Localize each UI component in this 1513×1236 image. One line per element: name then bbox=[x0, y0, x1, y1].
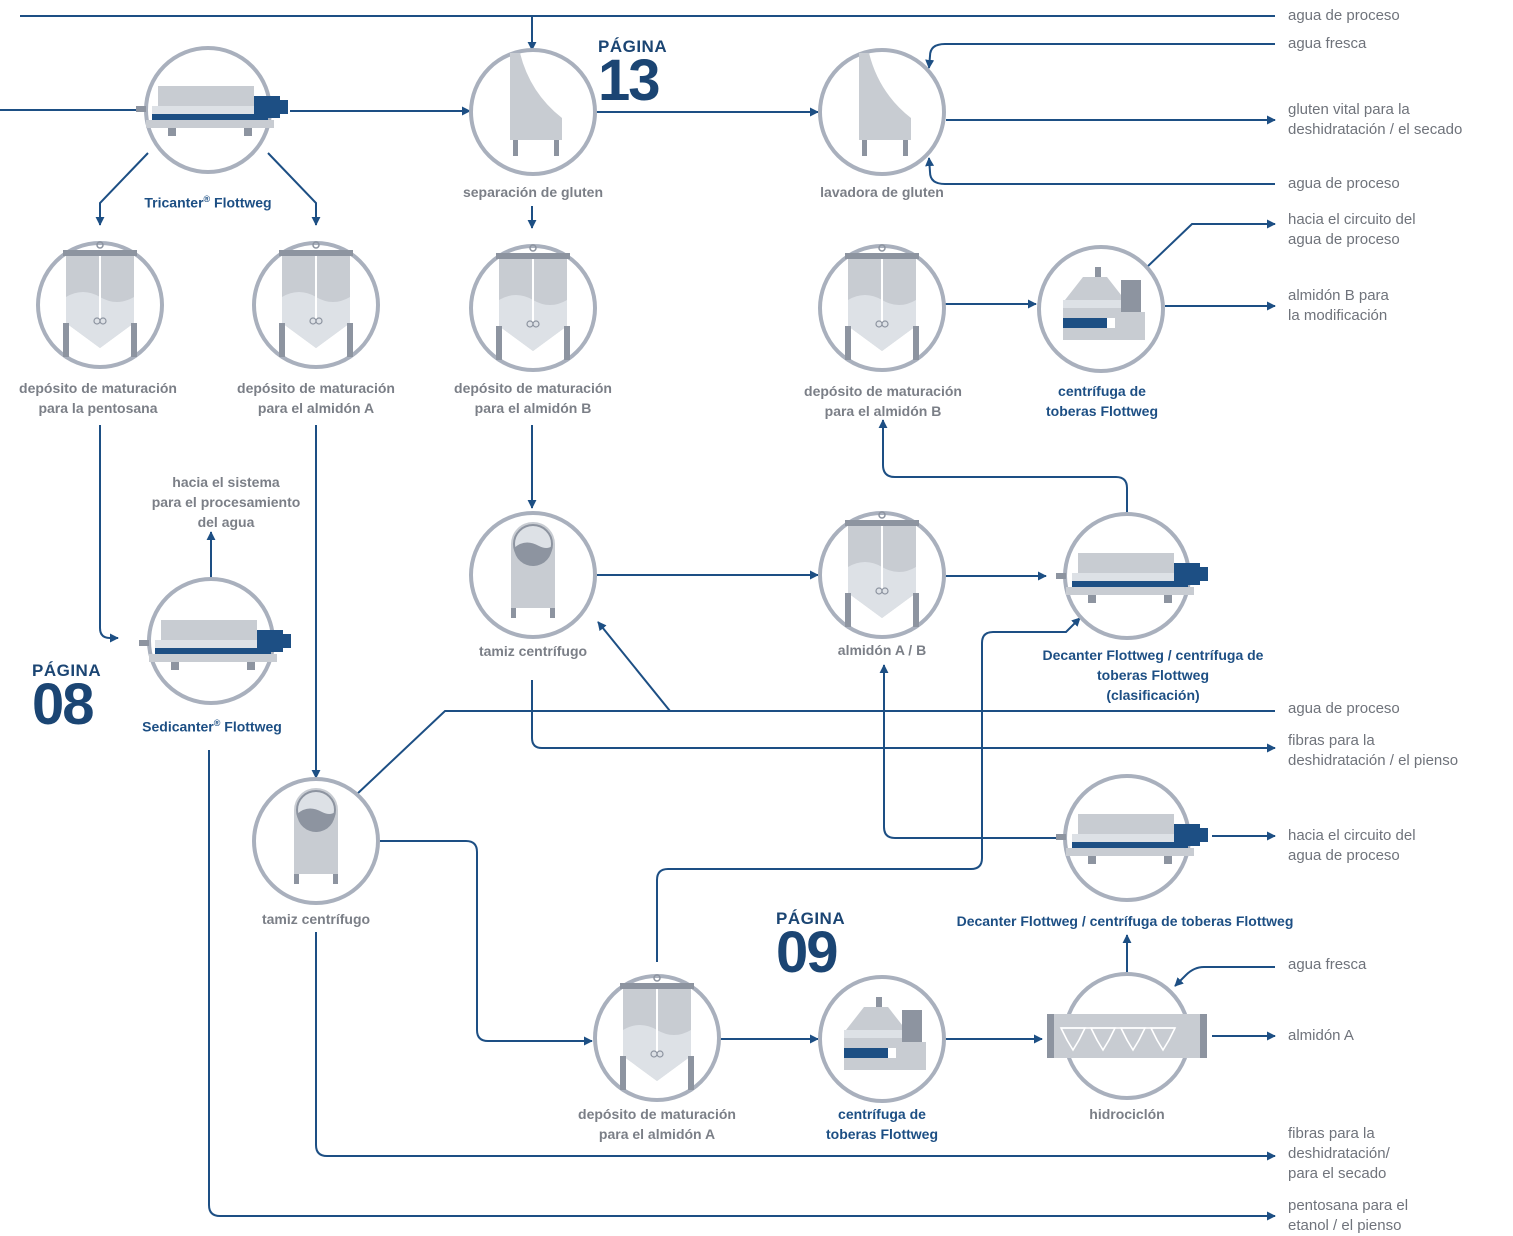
side-almidon-a: almidón A bbox=[1288, 1027, 1354, 1044]
sedicanter-label: Sedicanter® Flottweg bbox=[142, 718, 282, 735]
decanter-clas-label: Decanter Flottweg / centrífuga de tobera… bbox=[1042, 647, 1264, 703]
dep-almidon-b-mid-node bbox=[469, 244, 597, 372]
line-fibras-pienso bbox=[531, 680, 1276, 753]
tamiz-mid-label: tamiz centrífugo bbox=[478, 643, 588, 659]
side-almidon-b-mod: almidón B para la modificación bbox=[1288, 287, 1389, 324]
page-marker-word: PÁGINA bbox=[776, 909, 846, 928]
line-agua-fresca-lavadora bbox=[925, 43, 1275, 69]
tricanter-node bbox=[136, 46, 288, 174]
dep-pentosana-label: depósito de maturación para la pentosana bbox=[19, 380, 177, 416]
line-fibras-secado bbox=[315, 932, 1276, 1161]
page-marker-number: 09 bbox=[776, 920, 839, 985]
side-fibras-secado: fibras para la deshidratación/ para el s… bbox=[1288, 1125, 1390, 1182]
dep-pentosana-node bbox=[36, 241, 164, 369]
dep-almidon-b-mid-label: depósito de maturación para el almidón B bbox=[454, 380, 612, 416]
side-gluten-vital: gluten vital para la deshidratación / el… bbox=[1288, 101, 1463, 138]
centrifuga-bottom-node bbox=[818, 975, 946, 1103]
page-marker-number: 08 bbox=[32, 672, 95, 737]
separacion-gluten-node bbox=[469, 48, 597, 176]
page-marker-08[interactable]: PÁGINA 08 bbox=[32, 661, 102, 737]
almidon-ab-node bbox=[818, 511, 946, 639]
dep-almidon-a-top-node bbox=[252, 241, 380, 369]
centrifuga-top-label: centrífuga de toberas Flottweg bbox=[1045, 383, 1158, 419]
tamiz-low-node bbox=[252, 777, 380, 905]
tamiz-mid-node bbox=[469, 511, 597, 639]
page-marker-word: PÁGINA bbox=[598, 37, 668, 56]
line-centrifuga-circuito bbox=[1145, 219, 1276, 269]
dep-almidon-a-bottom-node bbox=[593, 974, 721, 1102]
decanter-clas-node bbox=[1056, 512, 1208, 640]
tricanter-label: Tricanter® Flottweg bbox=[144, 194, 272, 211]
dep-almidon-a-top-label: depósito de maturación para el almidón A bbox=[237, 380, 395, 416]
sedicanter-node bbox=[139, 577, 291, 705]
page-marker-09[interactable]: PÁGINA 09 bbox=[776, 909, 846, 985]
line-decanter-dep-b bbox=[878, 419, 1128, 516]
decanter-low-label: Decanter Flottweg / centrífuga de tobera… bbox=[956, 913, 1294, 929]
page-marker-word: PÁGINA bbox=[32, 661, 102, 680]
centrifuga-bottom-label: centrífuga de toberas Flottweg bbox=[825, 1106, 938, 1142]
sieve-icon bbox=[293, 787, 339, 885]
line-pentosana-sedicanter bbox=[99, 425, 119, 643]
hidrociclon-node bbox=[1046, 972, 1208, 1100]
tamiz-low-label: tamiz centrífugo bbox=[261, 911, 371, 927]
flow-lines bbox=[0, 15, 1276, 1221]
page-marker-number: 13 bbox=[598, 48, 661, 113]
centrifuga-top-node bbox=[1037, 245, 1165, 373]
line-tamiz-low-agua bbox=[355, 710, 670, 796]
sieve-icon bbox=[510, 521, 556, 619]
lavadora-gluten-node bbox=[818, 48, 946, 176]
lavadora-gluten-label: lavadora de gluten bbox=[820, 184, 944, 200]
side-fibras-pienso: fibras para la deshidratación / el piens… bbox=[1288, 732, 1459, 769]
side-agua-proceso-1: agua de proceso bbox=[1288, 7, 1400, 24]
dep-almidon-a-bottom-label: depósito de maturación para el almidón A bbox=[578, 1106, 736, 1142]
almidon-ab-label: almidón A / B bbox=[837, 642, 927, 658]
side-agua-fresca-2: agua fresca bbox=[1288, 956, 1367, 973]
side-agua-proceso-2: agua de proceso bbox=[1288, 175, 1400, 192]
side-hacia-circuito-2: hacia el circuito del agua de proceso bbox=[1288, 827, 1416, 864]
line-dep-a-decanter bbox=[656, 617, 1081, 962]
hydrocyclone-icon bbox=[1046, 1013, 1208, 1059]
hacia-sistema-label: hacia el sistema para el procesamiento d… bbox=[151, 474, 301, 530]
decanter-low-node bbox=[1056, 774, 1208, 902]
line-tricanter-pentosana bbox=[95, 152, 149, 226]
hidrociclon-label: hidrociclón bbox=[1089, 1106, 1165, 1122]
side-pentosana: pentosana para el etanol / el pienso bbox=[1288, 1197, 1409, 1234]
side-agua-proceso-3: agua de proceso bbox=[1288, 700, 1400, 717]
line-tricanter-almidon-a bbox=[267, 152, 321, 226]
line-pentosana-etanol bbox=[208, 750, 1276, 1221]
dep-almidon-b-right-node bbox=[818, 244, 946, 372]
page-marker-13[interactable]: PÁGINA 13 bbox=[598, 37, 668, 113]
side-agua-fresca-1: agua fresca bbox=[1288, 35, 1367, 52]
line-agua-proceso-lavadora bbox=[925, 157, 1275, 185]
line-agua-fresca-hidrociclon bbox=[1174, 966, 1275, 987]
line-tamiz-dep-a bbox=[380, 840, 593, 1046]
line-decanter-almidon-ab bbox=[879, 664, 1060, 839]
dep-almidon-b-right-label: depósito de maturación para el almidón B bbox=[804, 383, 962, 419]
side-hacia-circuito-1: hacia el circuito del agua de proceso bbox=[1288, 211, 1416, 248]
separacion-gluten-label: separación de gluten bbox=[462, 184, 604, 200]
